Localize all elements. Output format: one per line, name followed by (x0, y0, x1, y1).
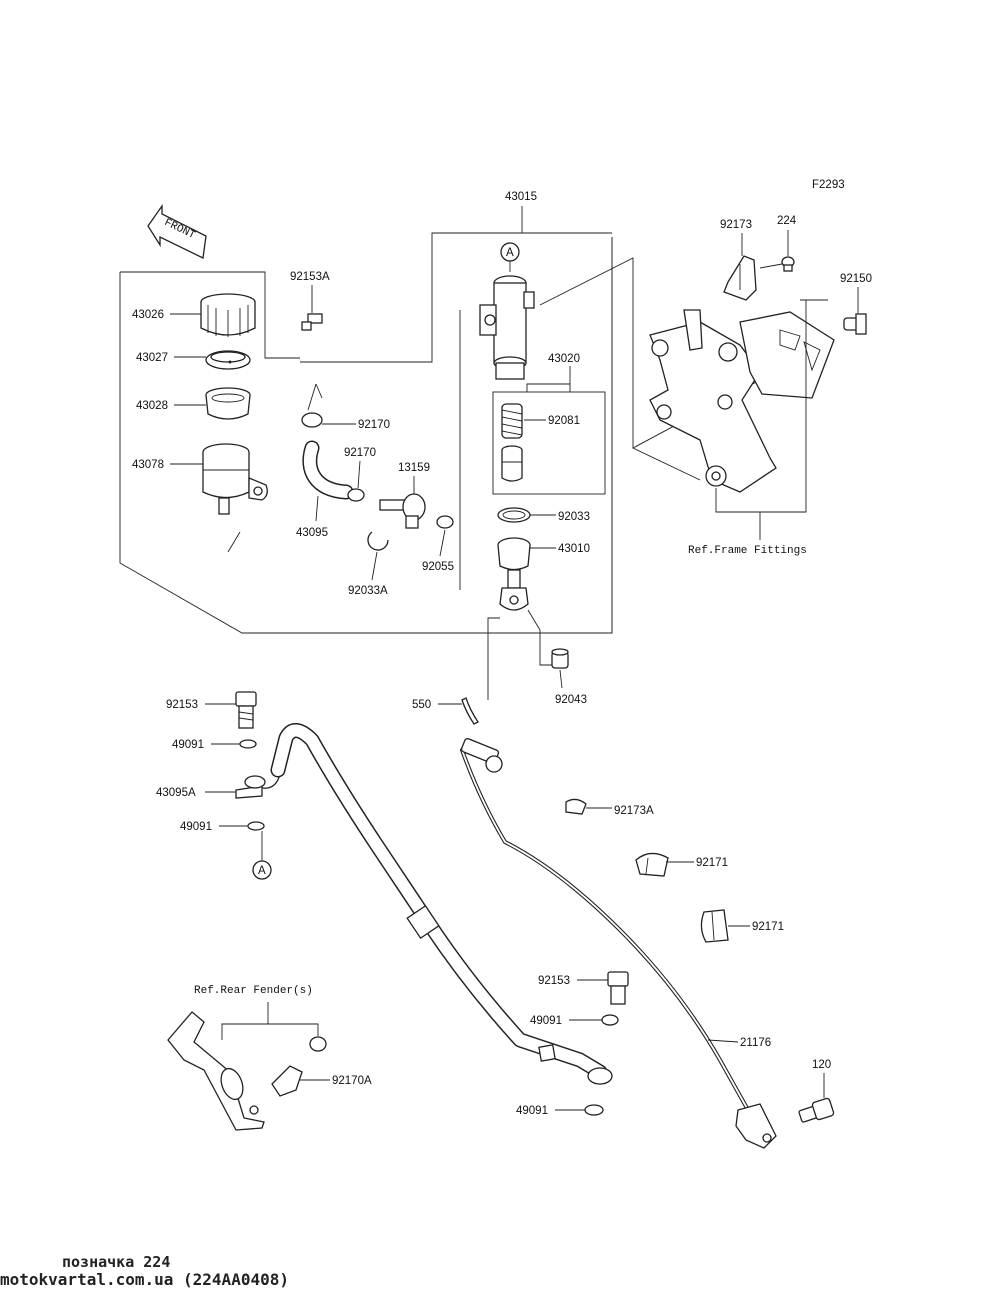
front-arrow-icon: FRONT (147, 203, 207, 259)
part-label-92153-top: 92153 (166, 699, 198, 711)
reservoir-cap (200, 293, 256, 337)
clamp-92171-b (700, 909, 729, 943)
part-label-43027: 43027 (136, 352, 168, 364)
part-label-92033: 92033 (558, 511, 590, 523)
part-label-92170-upper: 92170 (358, 419, 390, 431)
part-label-43020: 43020 (548, 353, 580, 365)
switch-cable-21176 (460, 738, 777, 1149)
washer-49091-b (247, 821, 265, 831)
part-label-92170A: 92170A (332, 1075, 372, 1087)
part-label-92171-b: 92171 (752, 921, 784, 933)
part-label-92043: 92043 (555, 694, 587, 706)
part-label-43095: 43095 (296, 527, 328, 539)
rear-fender-bracket (167, 1011, 265, 1131)
kit-43020-box (492, 383, 606, 495)
part-label-49091-d: 49091 (516, 1105, 548, 1117)
reservoir-diaphragm (205, 387, 251, 420)
footer-caption: позначка 224 (62, 1253, 171, 1271)
part-label-49091-c: 49091 (530, 1015, 562, 1027)
circlip-92033A (367, 531, 389, 551)
reservoir-tank (202, 443, 268, 515)
part-label-43078: 43078 (132, 459, 164, 471)
clip-92170A (271, 1036, 327, 1097)
part-label-13159: 13159 (398, 462, 430, 474)
part-label-43095A: 43095A (156, 787, 196, 799)
part-label-43015: 43015 (505, 191, 537, 203)
part-label-43028: 43028 (136, 400, 168, 412)
banjo-bolt-low (607, 971, 629, 1005)
ref-rear-fender: Ref.Rear Fender(s) (194, 985, 313, 997)
washer-49091-c (601, 1014, 619, 1026)
bolt-120 (798, 1097, 835, 1123)
part-label-92153A: 92153A (290, 271, 330, 283)
part-label-550: 550 (412, 699, 431, 711)
callout-marker-a-top: A (506, 247, 514, 259)
part-label-92081: 92081 (548, 415, 580, 427)
oring-92055 (436, 515, 454, 529)
part-label-49091-a: 49091 (172, 739, 204, 751)
part-label-21176: 21176 (740, 1037, 771, 1049)
banjo-bolt-top (235, 691, 257, 729)
part-label-43026: 43026 (132, 309, 164, 321)
joint-13159 (379, 493, 426, 529)
part-label-92171-a: 92171 (696, 857, 728, 869)
part-label-120: 120 (812, 1059, 831, 1071)
part-label-92055: 92055 (422, 561, 454, 573)
part-label-92173A: 92173A (614, 805, 654, 817)
clamp-92170-lower (347, 488, 365, 502)
ref-frame-fittings: Ref.Frame Fittings (688, 545, 807, 557)
callout-marker-a-lower-label: A (258, 865, 266, 877)
clamp-92170-upper (301, 383, 323, 428)
washer-49091-d (584, 1104, 604, 1116)
part-label-224: 224 (777, 215, 797, 227)
part-label-92173: 92173 (720, 219, 752, 231)
reservoir-hose (302, 440, 354, 500)
push-rod-43010 (497, 537, 531, 611)
clamp-92171-a (635, 852, 669, 877)
cotter-pin-550 (461, 697, 479, 725)
bolt-92150 (843, 313, 867, 335)
figure-code: F2293 (812, 179, 845, 191)
piston (501, 445, 523, 482)
part-label-43010: 43010 (558, 543, 590, 555)
footer-source: motokvartal.com.ua (224AA0408) (0, 1270, 289, 1289)
washer-49091-a (239, 739, 257, 749)
brake-hose (270, 723, 613, 1085)
part-label-92150: 92150 (840, 273, 872, 285)
mounting-bracket (649, 309, 835, 493)
spring-92081 (501, 403, 523, 439)
part-label-92170-lower: 92170 (344, 447, 376, 459)
part-label-49091-b: 49091 (180, 821, 212, 833)
part-label-92033A: 92033A (348, 585, 388, 597)
screw-224 (781, 256, 795, 272)
circlip-92033 (497, 507, 531, 523)
master-cylinder-body: A (479, 242, 535, 380)
clip-92173 (723, 255, 757, 301)
part-label-92153-low: 92153 (538, 975, 570, 987)
clamp-92173A (565, 798, 587, 815)
screw-92153A (301, 313, 323, 331)
banjo-fitting-43095A (235, 773, 281, 799)
pin-92043 (551, 648, 569, 669)
reservoir-plate (205, 350, 251, 370)
